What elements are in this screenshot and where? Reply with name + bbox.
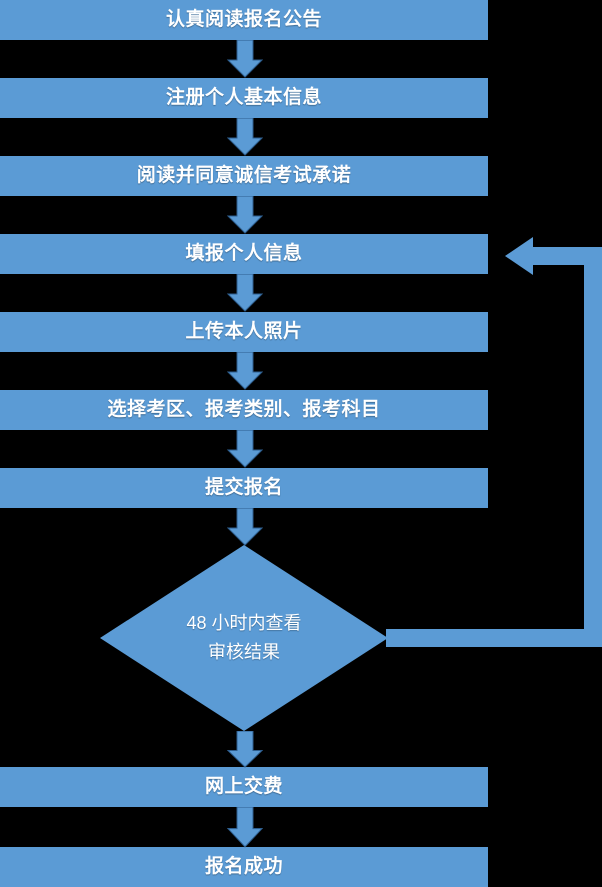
node-register-basic-info[interactable]: 注册个人基本信息 xyxy=(0,78,488,118)
arrow-down-icon-7 xyxy=(227,508,263,546)
node-label: 认真阅读报名公告 xyxy=(165,9,322,31)
node-read-announcement[interactable]: 认真阅读报名公告 xyxy=(0,0,488,40)
node-label-line2: 审核结果 xyxy=(208,642,280,662)
arrow-down-icon-3 xyxy=(227,196,263,234)
arrow-down-icon-8 xyxy=(227,731,263,768)
node-fill-personal-info[interactable]: 填报个人信息 xyxy=(0,234,488,274)
node-label: 网上交费 xyxy=(204,776,283,798)
node-label-line1: 48 小时内查看 xyxy=(186,613,302,634)
arrow-down-icon-1 xyxy=(227,40,263,78)
node-agree-integrity-pledge[interactable]: 阅读并同意诚信考试承诺 xyxy=(0,156,488,196)
arrow-down-icon-5 xyxy=(227,352,263,390)
node-label: 上传本人照片 xyxy=(185,321,303,343)
node-registration-success[interactable]: 报名成功 xyxy=(0,847,488,887)
arrow-down-icon-2 xyxy=(227,118,263,156)
node-label: 报名成功 xyxy=(204,856,283,878)
node-label: 选择考区、报考类别、报考科目 xyxy=(107,399,381,421)
node-check-review-result[interactable]: 48 小时内查看 审核结果 xyxy=(100,545,388,731)
node-submit-registration[interactable]: 提交报名 xyxy=(0,468,488,508)
node-label: 阅读并同意诚信考试承诺 xyxy=(136,165,352,187)
node-label: 填报个人信息 xyxy=(185,243,303,265)
node-label: 注册个人基本信息 xyxy=(165,87,322,109)
arrow-down-icon-9 xyxy=(227,807,263,848)
node-label: 48 小时内查看 审核结果 xyxy=(100,545,388,731)
node-label: 提交报名 xyxy=(204,477,283,499)
node-upload-photo[interactable]: 上传本人照片 xyxy=(0,312,488,352)
node-online-payment[interactable]: 网上交费 xyxy=(0,767,488,807)
node-select-exam-options[interactable]: 选择考区、报考类别、报考科目 xyxy=(0,390,488,430)
arrow-down-icon-4 xyxy=(227,274,263,312)
arrow-down-icon-6 xyxy=(227,430,263,468)
